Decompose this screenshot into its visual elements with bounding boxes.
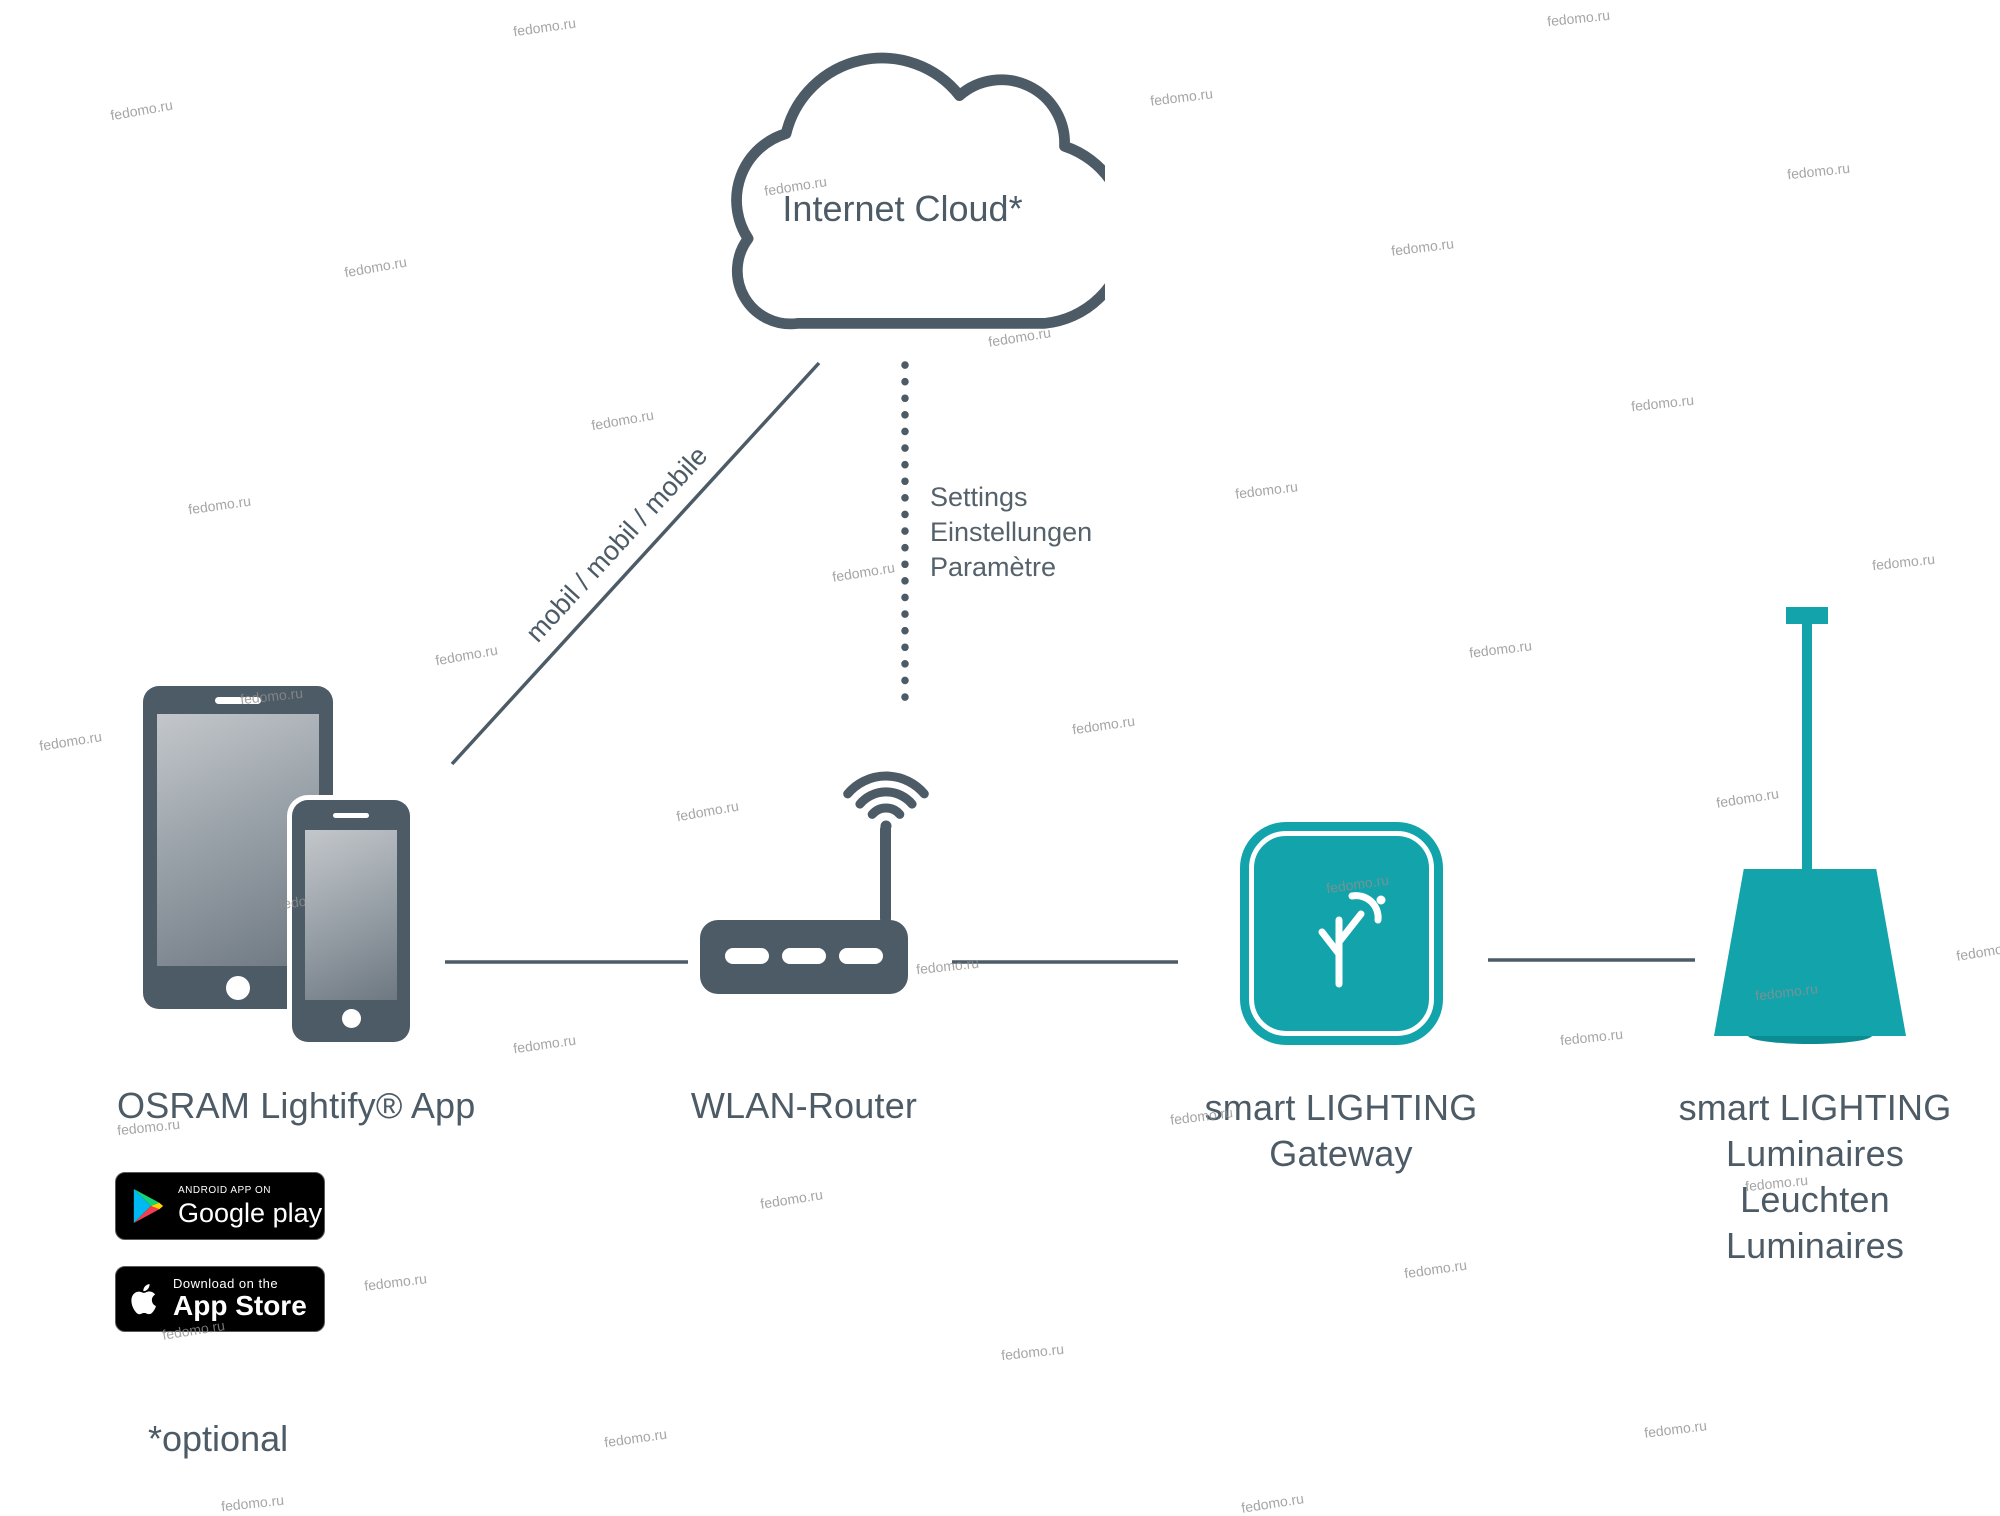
luminaires-label-line: Luminaires <box>1725 1225 1905 1266</box>
watermark: fedomo.ru <box>1955 938 2000 964</box>
router-port-icon <box>839 948 883 964</box>
optional-footnote: *optional <box>148 1418 289 1459</box>
tablet-home-button-icon <box>226 976 250 1000</box>
cloud-icon <box>731 52 1105 330</box>
settings-note-line: Paramètre <box>930 552 1057 582</box>
router-antenna-icon <box>880 824 891 924</box>
luminaires-label: smart LIGHTING Luminaires Leuchten Lumin… <box>1665 1085 1965 1269</box>
google-play-store-name: Google play <box>178 1198 323 1228</box>
google-play-triangle-icon <box>133 1189 164 1223</box>
wifi-signal-icon <box>843 771 929 832</box>
watermark: fedomo.ru <box>1643 1417 1708 1441</box>
watermark: fedomo.ru <box>1149 85 1214 109</box>
watermark: fedomo.ru <box>831 559 896 585</box>
watermark: fedomo.ru <box>1546 6 1611 30</box>
app-store-badge[interactable]: Download on the App Store <box>115 1266 325 1332</box>
watermark: fedomo.ru <box>1234 478 1299 502</box>
gateway-label-line: Gateway <box>1269 1133 1413 1174</box>
watermark: fedomo.ru <box>1715 785 1780 811</box>
mobile-note-label: mobil / mobil / mobile <box>519 440 714 648</box>
app-store-store-name: App Store <box>173 1290 307 1321</box>
router-label: WLAN-Router <box>690 1085 918 1126</box>
watermark: fedomo.ru <box>1000 1340 1065 1364</box>
settings-note: Settings Einstellungen Paramètre <box>930 480 1092 585</box>
watermark: fedomo.ru <box>363 1270 428 1294</box>
watermark: fedomo.ru <box>1240 1490 1305 1516</box>
gateway-label: smart LIGHTING Gateway <box>1191 1085 1491 1177</box>
watermark: fedomo.ru <box>1786 159 1851 183</box>
gateway-label-line: smart LIGHTING <box>1204 1087 1478 1128</box>
lamp-rod-icon <box>1802 620 1812 872</box>
phone-screen <box>305 830 397 1000</box>
phone-home-button-icon <box>342 1009 361 1028</box>
gateway-antenna-icon <box>1318 892 1386 988</box>
watermark: fedomo.ru <box>759 1186 824 1212</box>
phone-speaker-icon <box>333 813 369 818</box>
watermark: fedomo.ru <box>38 728 103 754</box>
luminaires-label-line: Leuchten <box>1740 1179 1890 1220</box>
watermark: fedomo.ru <box>675 797 740 825</box>
gateway-inner-frame <box>1249 831 1434 1036</box>
settings-note-line: Einstellungen <box>930 517 1093 547</box>
lamp-mount-icon <box>1786 607 1828 624</box>
watermark: fedomo.ru <box>512 14 577 40</box>
watermark: fedomo.ru <box>1468 637 1533 661</box>
watermark: fedomo.ru <box>915 954 980 978</box>
tablet-speaker-icon <box>215 697 261 704</box>
watermark: fedomo.ru <box>512 1031 577 1057</box>
watermark: fedomo.ru <box>1403 1256 1468 1282</box>
watermark: fedomo.ru <box>1390 235 1455 259</box>
settings-note-line: Settings <box>930 482 1028 512</box>
watermark: fedomo.ru <box>220 1491 285 1515</box>
watermark: fedomo.ru <box>187 492 252 518</box>
watermark: fedomo.ru <box>1071 712 1136 738</box>
google-play-tagline: ANDROID APP ON <box>178 1185 271 1196</box>
cloud-label: Internet Cloud* <box>782 188 1023 229</box>
watermark: fedomo.ru <box>1630 391 1695 415</box>
watermark: fedomo.ru <box>603 1425 668 1451</box>
watermark: fedomo.ru <box>343 253 408 281</box>
router-port-icon <box>782 948 826 964</box>
gateway-icon <box>1240 822 1443 1045</box>
router-port-icon <box>725 948 769 964</box>
watermark: fedomo.ru <box>590 406 655 434</box>
app-label: OSRAM Lightify® App <box>117 1085 476 1126</box>
google-play-badge[interactable]: ANDROID APP ON Google play <box>115 1172 325 1240</box>
app-store-tagline: Download on the <box>173 1276 279 1291</box>
luminaires-label-line: Luminaires <box>1725 1133 1905 1174</box>
lamp-shade-icon <box>1714 869 1906 1036</box>
luminaires-label-line: smart LIGHTING <box>1678 1087 1952 1128</box>
watermark: fedomo.ru <box>109 96 174 124</box>
watermark: fedomo.ru <box>1871 550 1936 574</box>
watermark: fedomo.ru <box>1559 1025 1624 1049</box>
apple-logo-icon <box>131 1284 156 1315</box>
